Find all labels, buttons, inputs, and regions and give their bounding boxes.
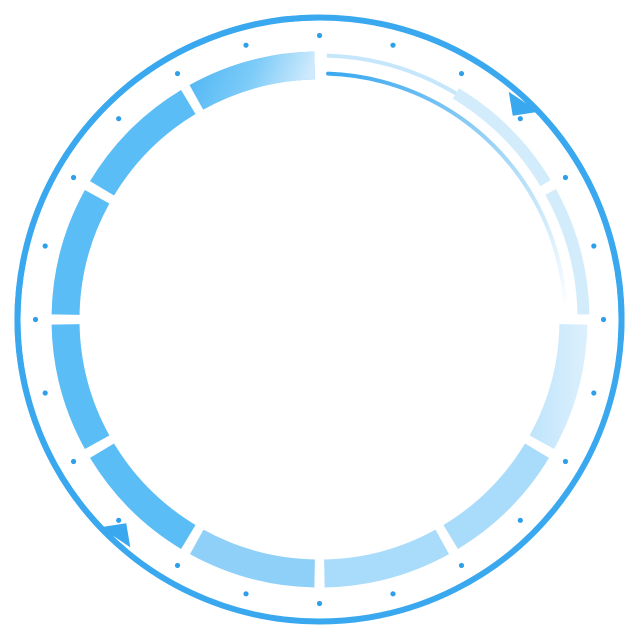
inner-arcs xyxy=(326,71,568,313)
tick-dot xyxy=(70,458,77,465)
tick-dot xyxy=(591,243,597,249)
tick-dot xyxy=(243,42,249,48)
tick-dot xyxy=(116,116,122,122)
segment-thin-top xyxy=(326,53,543,177)
segment-band xyxy=(529,324,588,450)
tick-dot xyxy=(70,174,77,181)
tick-dot xyxy=(316,600,323,607)
segment-band xyxy=(443,443,549,549)
segment-band-light xyxy=(545,189,590,315)
segment-ring xyxy=(51,51,590,588)
outer-arc-left xyxy=(14,14,625,539)
tick-dot xyxy=(517,116,523,122)
segment-band xyxy=(90,90,196,196)
tick-dot xyxy=(42,390,48,396)
tick-dot xyxy=(458,562,465,569)
tick-dot xyxy=(390,591,396,597)
segment-band xyxy=(51,324,110,450)
tick-dot xyxy=(42,243,48,249)
tick-dot xyxy=(174,562,181,569)
inner-gradient-arc xyxy=(326,71,568,313)
arrow-head-bottom-left xyxy=(100,523,131,548)
tick-dot xyxy=(600,316,607,323)
segment-band xyxy=(189,529,315,588)
tick-dot xyxy=(562,174,569,181)
tick-dot xyxy=(591,390,597,396)
arrow-heads xyxy=(100,91,539,548)
segment-band-top xyxy=(189,51,315,110)
tick-dot xyxy=(243,591,249,597)
segment-band xyxy=(90,443,196,549)
tick-dot xyxy=(517,517,523,523)
tick-dot xyxy=(32,316,39,323)
segment-band xyxy=(324,529,450,588)
tick-dot xyxy=(458,70,465,77)
tick-dots xyxy=(32,32,607,607)
outer-ring xyxy=(14,14,625,625)
tick-dot xyxy=(174,70,181,77)
tick-dot xyxy=(390,42,396,48)
tick-dot xyxy=(562,458,569,465)
segment-band-light xyxy=(452,88,551,187)
arrow-head-top-right xyxy=(508,91,539,116)
tick-dot xyxy=(116,517,122,523)
segment-band xyxy=(51,189,110,315)
tick-dot xyxy=(316,32,323,39)
